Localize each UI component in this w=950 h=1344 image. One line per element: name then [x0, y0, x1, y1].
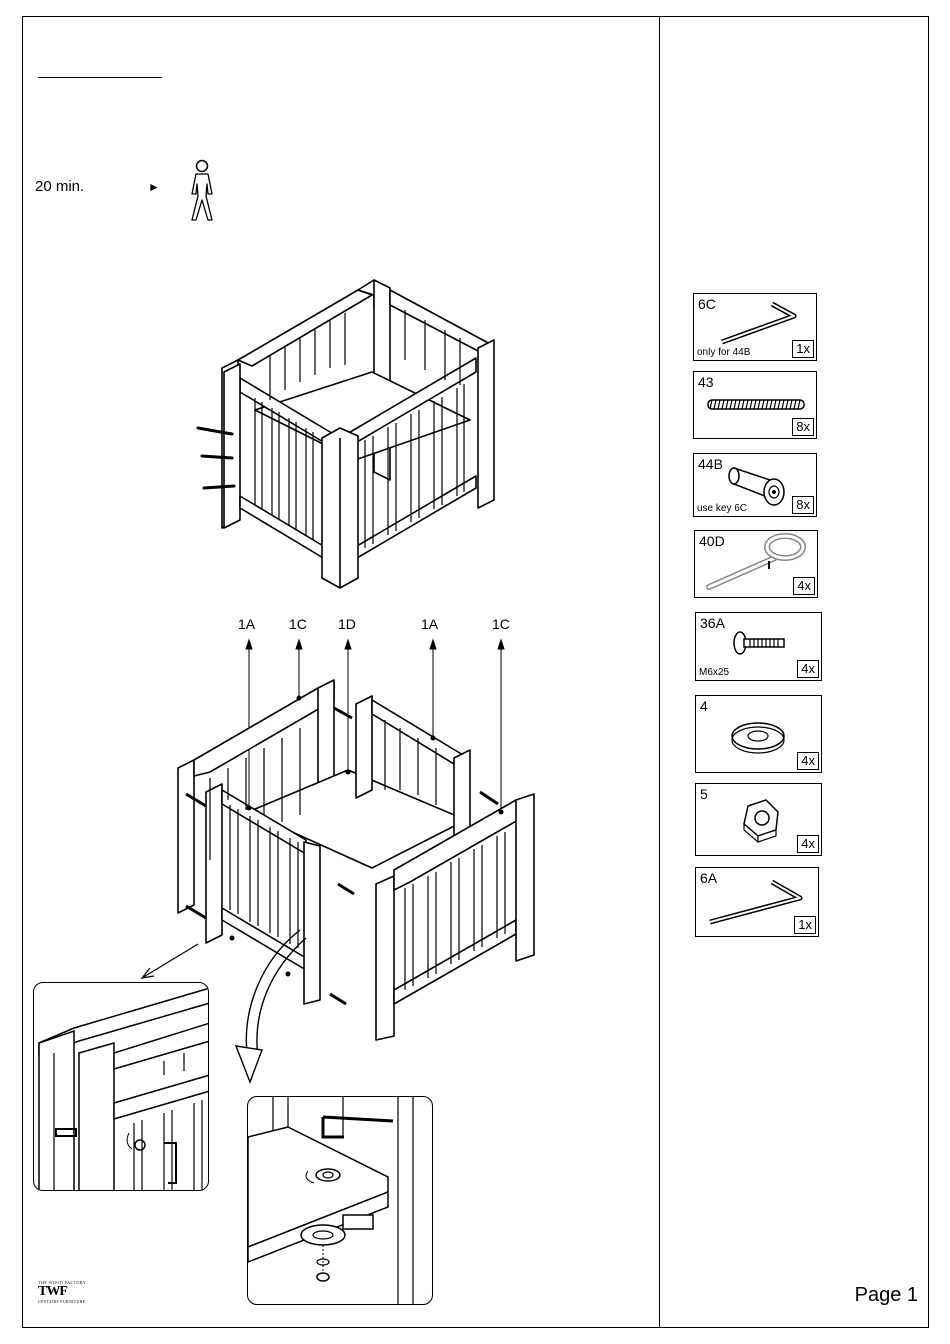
part-quantity: 4x [793, 577, 815, 595]
assembly-time: 20 min. [35, 178, 84, 195]
part-quantity: 8x [792, 496, 814, 514]
part-36a: 36A M6x25 4x [695, 612, 822, 681]
title-underline [38, 77, 162, 78]
callout-1a: 1A [238, 616, 255, 632]
part-6a: 6A 1x [695, 867, 819, 937]
part-quantity: 4x [797, 835, 819, 853]
part-quantity: 4x [797, 752, 819, 770]
callout-1c: 1C [289, 616, 307, 632]
part-5: 5 4x [695, 783, 822, 856]
logo-mark: TWF [38, 1285, 86, 1299]
part-43: 43 8x [693, 371, 817, 439]
detail-view-corner [33, 982, 209, 1191]
logo-subtitle: UPSTAIRS FURNITURE [38, 1299, 86, 1304]
part-note: only for 44B [697, 347, 750, 358]
column-divider [659, 16, 660, 1328]
corner-joint-drawing [34, 983, 209, 1191]
part-4: 4 4x [695, 695, 822, 773]
part-quantity: 1x [794, 916, 816, 934]
bottom-board-joint-drawing [248, 1097, 433, 1305]
person-icon [182, 158, 222, 224]
part-quantity: 8x [792, 418, 814, 436]
callout-1d: 1D [338, 616, 356, 632]
part-note: M6x25 [699, 667, 729, 678]
brand-logo: THE WOOD FACTORY TWF UPSTAIRS FURNITURE [38, 1280, 86, 1304]
arrow-right-icon: ► [148, 180, 160, 194]
page-number: Page 1 [855, 1284, 918, 1307]
part-44b: 44B use key 6C 8x [693, 453, 817, 517]
part-6c: 6C only for 44B 1x [693, 293, 817, 361]
part-quantity: 4x [797, 660, 819, 678]
part-40d: 40D 4x [694, 530, 818, 598]
callout-1c-second: 1C [492, 616, 510, 632]
callout-1a-second: 1A [421, 616, 438, 632]
part-quantity: 1x [792, 340, 814, 358]
part-note: use key 6C [697, 503, 747, 514]
detail-view-bottom-board [247, 1096, 433, 1305]
